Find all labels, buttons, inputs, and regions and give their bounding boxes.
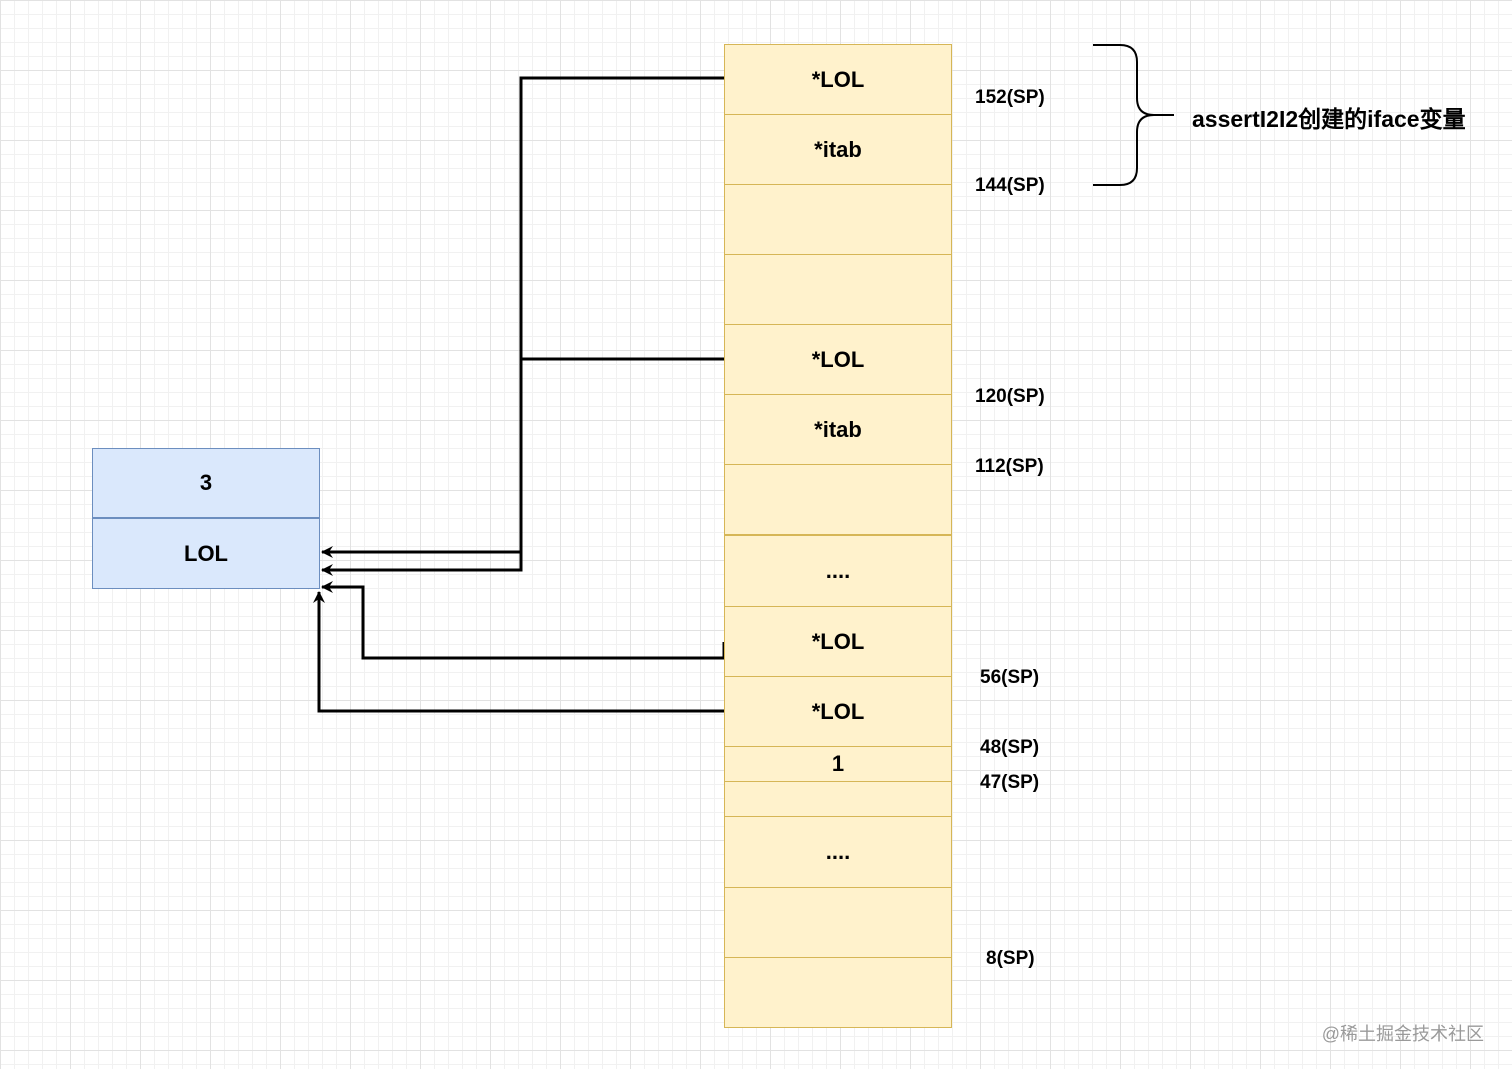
curly-brace xyxy=(1093,44,1174,186)
stack-cell: *LOL xyxy=(724,676,952,747)
pointer-arrow-48 xyxy=(313,591,724,713)
stack-cell: *LOL xyxy=(724,44,952,115)
struct-cell: LOL xyxy=(92,518,320,589)
stack-cell: .... xyxy=(724,816,952,888)
offset-label: 152(SP) xyxy=(975,87,1045,108)
offset-label: 144(SP) xyxy=(975,175,1045,196)
struct-cell-label: 3 xyxy=(199,470,213,495)
stack-cell-label: *LOL xyxy=(811,698,865,724)
stack-cell: *LOL xyxy=(724,606,952,677)
watermark: @稀土掘金技术社区 xyxy=(1321,1024,1484,1044)
offset-label: 47(SP) xyxy=(980,772,1040,793)
stack-cell xyxy=(724,254,952,325)
stack-cell: .... xyxy=(724,535,952,607)
struct-cell: 3 xyxy=(92,448,320,518)
stack-cell-label: 1 xyxy=(831,751,845,776)
stack-cell xyxy=(724,887,952,958)
offset-label: 56(SP) xyxy=(980,667,1040,688)
stack-cell: *itab xyxy=(724,114,952,185)
stack-cell xyxy=(724,957,952,1028)
stack-cell-label: *LOL xyxy=(811,628,865,654)
offset-label: 112(SP) xyxy=(975,456,1044,477)
stack-cell: *LOL xyxy=(724,324,952,395)
offset-label: 48(SP) xyxy=(980,737,1040,758)
pointer-arrow-56 xyxy=(321,581,726,660)
stack-cell xyxy=(724,781,952,817)
stack-cell: *itab xyxy=(724,394,952,465)
offset-label: 120(SP) xyxy=(975,386,1045,407)
stack-cell-label: .... xyxy=(825,839,851,864)
stack-cell-label: *LOL xyxy=(811,66,865,92)
stack-cell-label: *itab xyxy=(814,416,862,442)
stack-cell-label: *itab xyxy=(814,136,862,162)
stack-cell-label: .... xyxy=(825,558,851,583)
stack-cell xyxy=(724,464,952,535)
stack-cell xyxy=(724,184,952,255)
offset-label: 8(SP) xyxy=(986,948,1035,969)
stack-cell: 1 xyxy=(724,746,952,782)
pointer-arrow-120 xyxy=(321,357,724,558)
brace-annotation: assertI2I2创建的iface变量 xyxy=(1192,106,1466,132)
struct-cell-label: LOL xyxy=(184,540,228,566)
stack-cell-label: *LOL xyxy=(811,346,865,372)
pointer-arrow-152 xyxy=(321,76,724,576)
